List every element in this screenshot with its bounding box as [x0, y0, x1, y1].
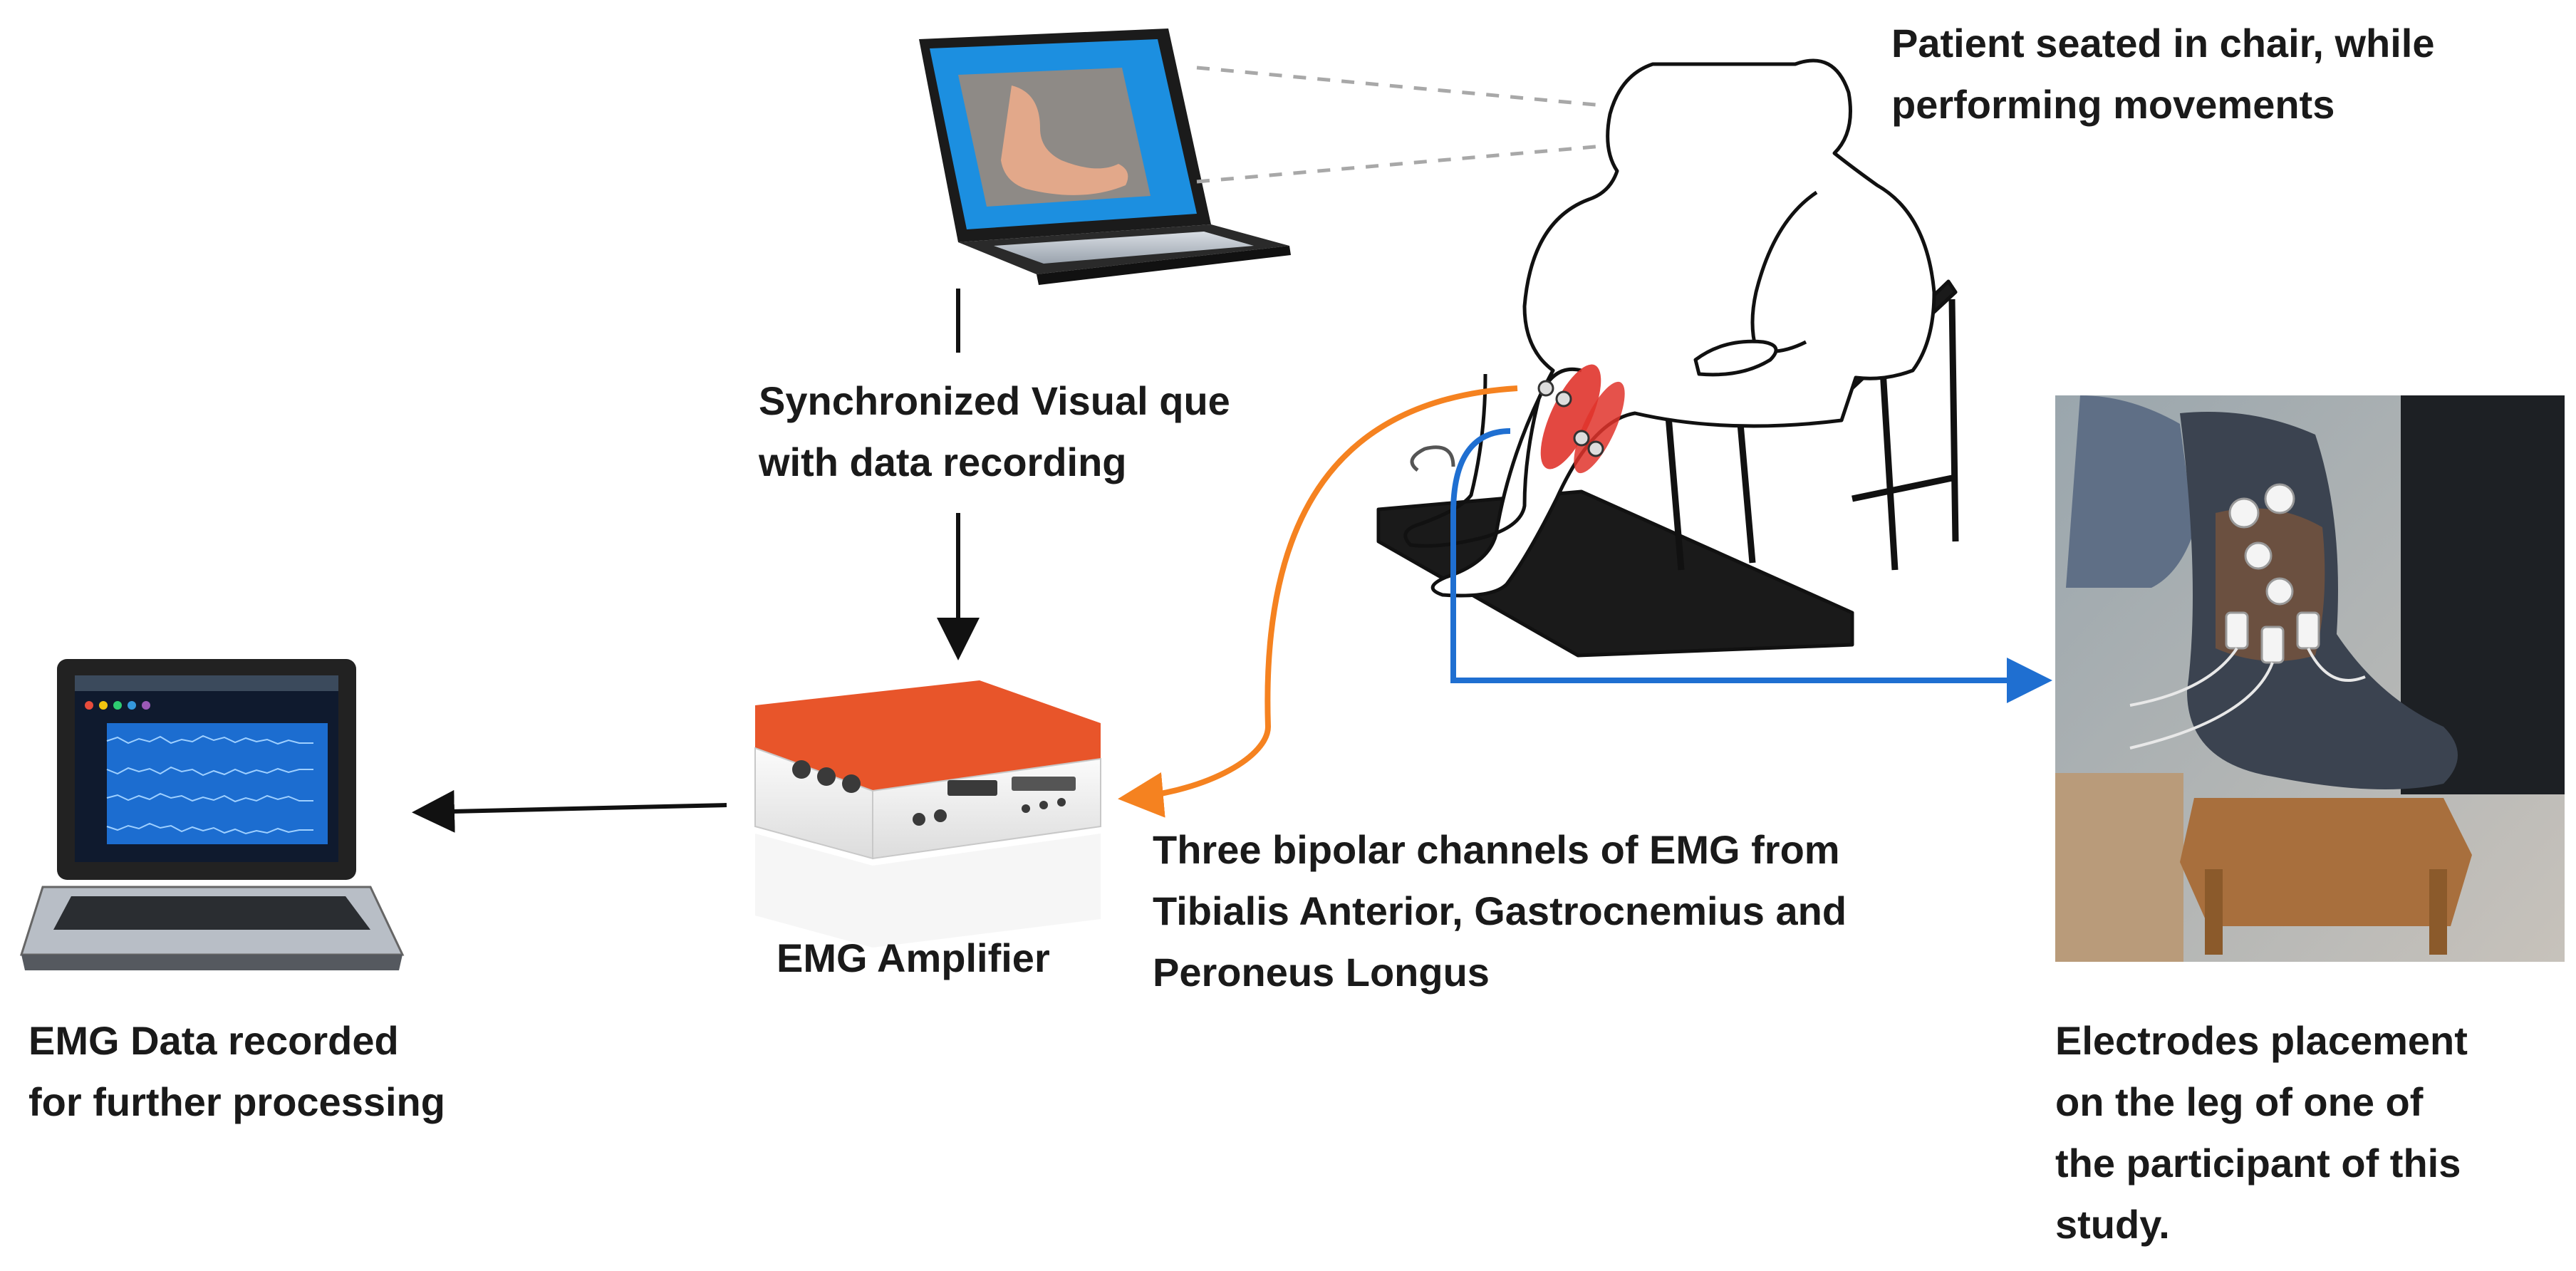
label-patient-line-2: performing movements — [1891, 82, 2335, 127]
label-electrodes-line-1: Electrodes placement — [2055, 1018, 2468, 1063]
leg-muscles-icon — [1537, 364, 1625, 474]
label-channels-line-2: Tibialis Anterior, Gastrocnemius and — [1153, 888, 1847, 933]
label-channels: Three bipolar channels of EMG from Tibia… — [1153, 819, 1847, 1003]
sight-line-bottom — [1196, 144, 1604, 184]
label-recorded: EMG Data recorded for further processing — [28, 1010, 445, 1133]
label-amplifier: EMG Amplifier — [777, 935, 1050, 980]
label-recorded-line-1: EMG Data recorded — [28, 1018, 399, 1063]
seated-patient-icon — [1376, 58, 1959, 658]
label-visual-cue: Synchronized Visual que with data record… — [759, 370, 1230, 493]
arrow-blue-photo — [1450, 428, 2052, 703]
label-visual-cue-line-2: with data recording — [759, 440, 1127, 484]
label-recorded-line-2: for further processing — [28, 1079, 445, 1124]
label-electrodes-line-2: on the leg of one of — [2055, 1079, 2424, 1124]
amplifier-device-icon — [754, 680, 1101, 948]
sight-line-top — [1196, 66, 1604, 108]
label-electrodes-line-4: study. — [2055, 1202, 2170, 1247]
label-patient-line-1: Patient seated in chair, while — [1891, 21, 2435, 66]
label-electrodes: Electrodes placement on the leg of one o… — [2055, 1010, 2468, 1255]
label-channels-line-3: Peroneus Longus — [1153, 950, 1490, 995]
label-channels-line-1: Three bipolar channels of EMG from — [1153, 827, 1840, 872]
arrow-to-recording-laptop — [412, 789, 727, 833]
arrow-orange-emg — [1118, 385, 1518, 818]
label-electrodes-line-3: the participant of this — [2055, 1141, 2461, 1186]
laptop-emg-icon — [19, 659, 405, 970]
leg-electrodes-photo — [2055, 395, 2565, 962]
label-patient: Patient seated in chair, while performin… — [1891, 13, 2434, 135]
laptop-foot-icon — [919, 28, 1291, 285]
label-visual-cue-line-1: Synchronized Visual que — [759, 378, 1230, 423]
